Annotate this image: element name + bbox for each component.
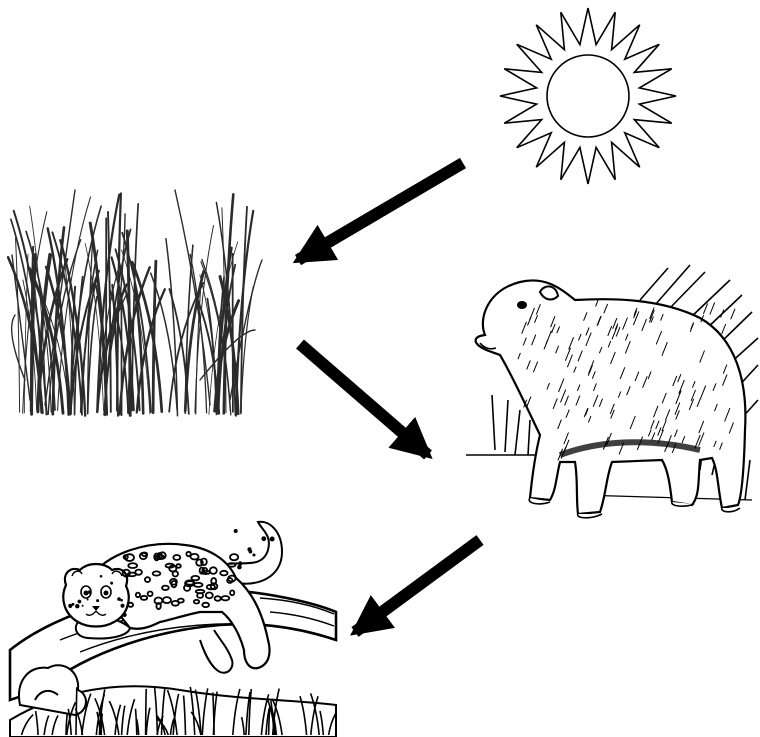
arrow-sun-to-grass: [298, 163, 463, 260]
arrow-capybara-to-jaguar: [355, 540, 480, 632]
arrow-grass-to-capybara: [300, 344, 428, 455]
grass-icon: [8, 190, 262, 416]
capybara-icon: [466, 265, 758, 518]
jaguar-icon: [10, 522, 336, 737]
sun-icon: [500, 8, 676, 184]
